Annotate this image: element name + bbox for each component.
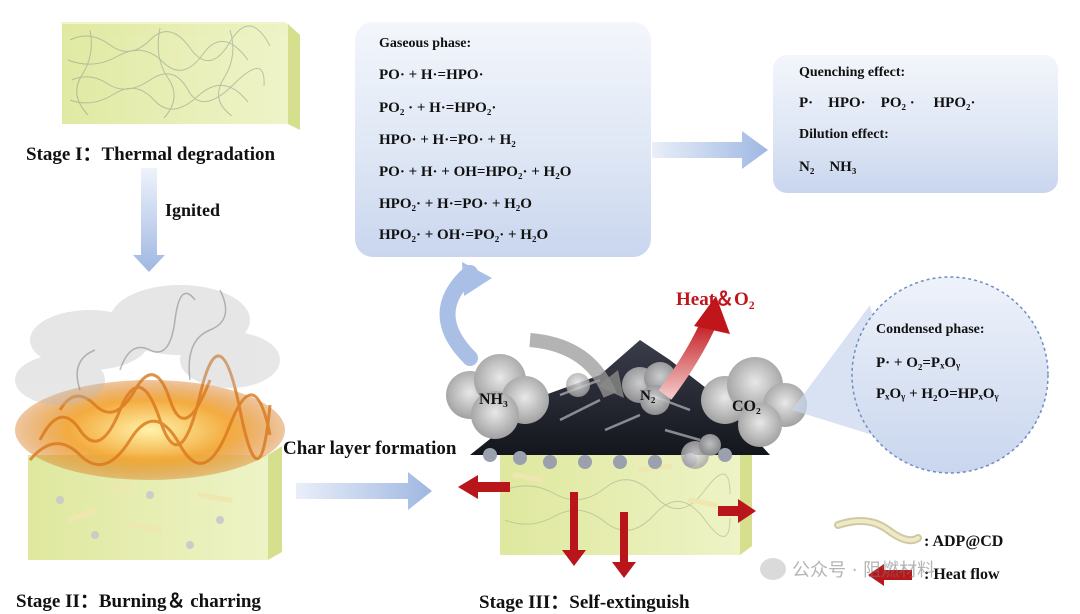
gaseous-reaction-2: PO₂ · + H·=HPO₂· [379,100,497,116]
n2-label: N₂ [640,388,656,404]
quenching-box: Quenching effect: P· HPO· PO₂ · HPO₂· Di… [773,55,1058,193]
adp-legend-label: : ADP@CD [924,533,1004,550]
heat-o2-label: Heat＆O₂ [676,289,755,310]
gaseous-title: Gaseous phase: [379,36,472,51]
co2-label: CO₂ [732,398,761,415]
nh3-cloud [446,354,549,439]
gaseous-reaction-6: HPO₂· + OH·=PO₂· + H₂O [379,227,549,243]
nh3-label: NH₃ [479,391,508,408]
stage1-label: Stage I：Thermal degradation [26,144,276,165]
char-formation-label: Char layer formation [283,438,457,459]
heat-flow-legend-icon [868,564,912,586]
watermark-text: 公众号 · 阻燃材料 [792,560,936,581]
quench-arrow [652,131,768,169]
adp-legend-icon [834,517,922,545]
condensed-reaction-2: PₓOᵧ + H₂O=HPₓOᵧ [876,386,999,402]
condensed-circle [851,276,1049,474]
gaseous-reaction-3: HPO· + H·=PO· + H₂ [379,132,516,148]
gaseous-reaction-4: PO· + H· + OH=HPO₂· + H₂O [379,164,572,180]
polymer-block-stage1 [60,22,300,130]
ignited-arrow [133,168,165,272]
dilution-items: N₂ NH₃ [799,159,857,175]
gaseous-reaction-1: PO· + H·=HPO· [379,67,484,83]
stage2-label: Stage II：Burning＆ charring [16,591,261,612]
heat-flow-arrows [458,475,756,578]
wechat-icon [760,558,786,580]
polymer-block-stage2 [15,285,285,560]
quenching-items: P· HPO· PO₂ · HPO₂· [799,95,976,111]
gaseous-phase-box: Gaseous phase: PO· + H·=HPO· PO₂ · + H·=… [355,22,651,257]
condensed-reaction-1: P· + O₂=PₓOᵧ [876,355,961,371]
stage3-label: Stage III：Self-extinguish [479,592,690,613]
gaseous-reaction-5: HPO₂· + H·=PO· + H₂O [379,196,532,212]
condensed-title: Condensed phase: [876,322,985,337]
dilution-title: Dilution effect: [799,127,889,142]
gaseous-curved-arrow [439,265,478,366]
quenching-title: Quenching effect: [799,65,906,80]
ignited-label: Ignited [165,200,221,220]
co2-cloud [701,357,807,447]
watermark: 公众号 · 阻燃材料 [760,556,935,582]
char-formation-arrow [296,472,432,510]
heat-flow-legend-label: : Heat flow [924,566,1000,583]
